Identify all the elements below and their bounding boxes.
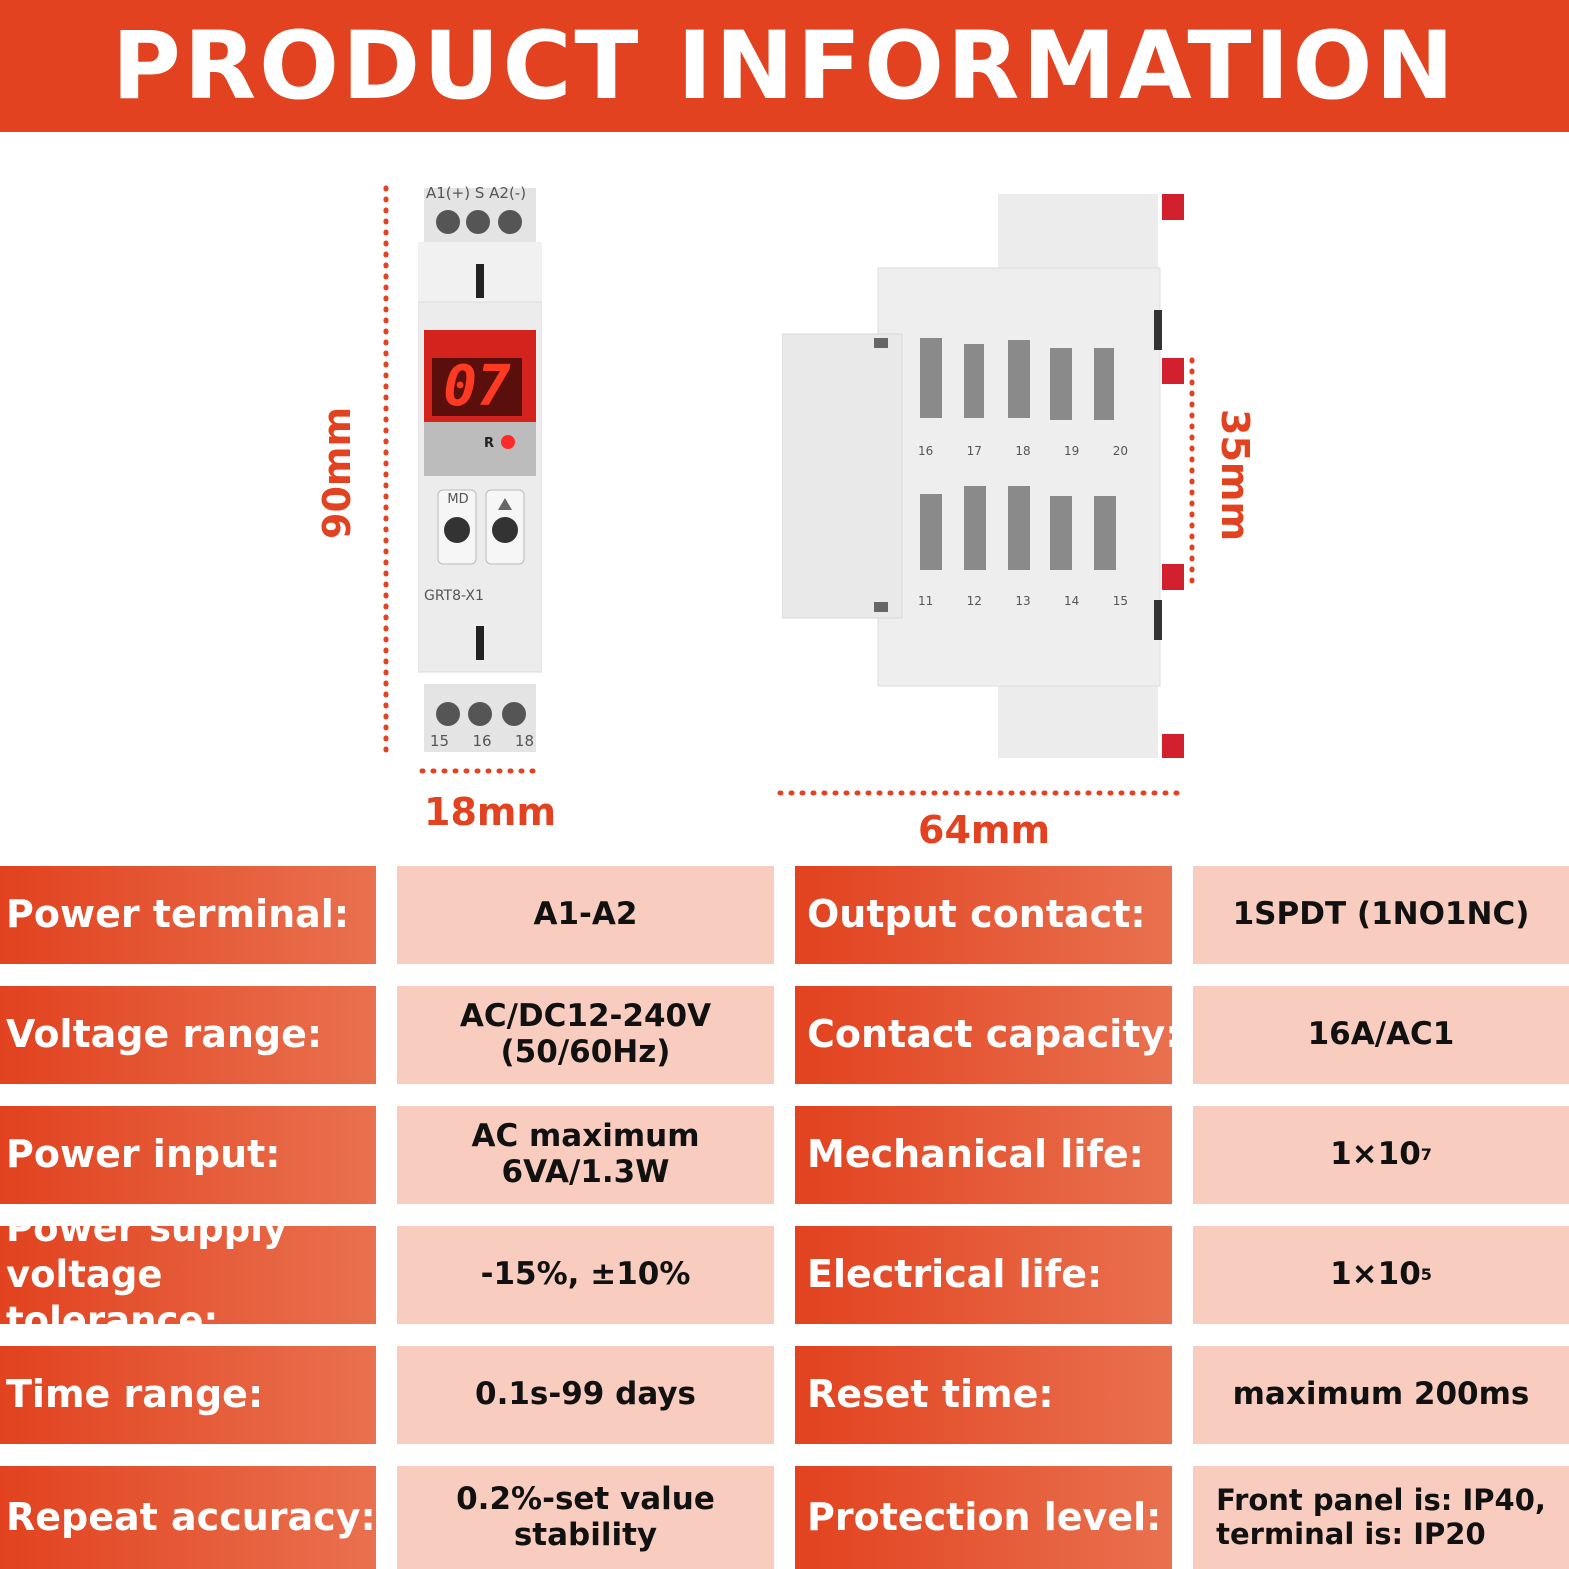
- product-drawing: 90mm: [0, 132, 1569, 867]
- spec-key: Output contact:: [795, 866, 1172, 964]
- spec-table: Power terminal: A1-A2 Output contact: 1S…: [0, 866, 1569, 1569]
- side-height-dimension-label: 35mm: [1213, 409, 1257, 542]
- terminal-label: 15: [430, 732, 450, 750]
- spec-value: AC/DC12-240V (50/60Hz): [397, 986, 774, 1084]
- display-digits: 07: [443, 354, 511, 419]
- spec-key: Power terminal:: [0, 866, 376, 964]
- spec-value: maximum 200ms: [1193, 1346, 1569, 1444]
- spec-value: -15%, ±10%: [397, 1226, 774, 1324]
- model-label: GRT8-X1: [424, 588, 484, 604]
- spec-value: 0.2%-set value stability: [397, 1466, 774, 1569]
- spec-key: Time range:: [0, 1346, 376, 1444]
- mechanical-life-exponent: 7: [1420, 1144, 1432, 1164]
- bottom-terminal-labels: 15 16 18: [430, 732, 534, 750]
- mode-number: 17: [966, 444, 982, 458]
- electrical-life-base: 1×10: [1330, 1256, 1421, 1293]
- mode-number: 13: [1015, 594, 1031, 608]
- side-height-dimension-line: [1189, 357, 1195, 585]
- mode-number: 19: [1064, 444, 1080, 458]
- spec-key: Repeat accuracy:: [0, 1466, 376, 1569]
- depth-dimension-line: [777, 790, 1183, 796]
- mode-number: 12: [966, 594, 982, 608]
- reset-indicator-label: R: [484, 436, 495, 451]
- top-terminal-labels: A1(+) S A2(-): [426, 184, 527, 202]
- md-button-label: MD: [447, 492, 469, 507]
- device-front-view: A1(+) S A2(-) 07 R MD GRT8-X1 15 16 18: [418, 184, 542, 756]
- mode-number: 18: [1015, 444, 1031, 458]
- spec-key: Protection level:: [795, 1466, 1172, 1569]
- spec-key: Contact capacity:: [795, 986, 1180, 1084]
- mode-numbers-bottom: 11 12 13 14 15: [918, 594, 1128, 608]
- height-dimension-label: 90mm: [315, 406, 359, 539]
- spec-value: A1-A2: [397, 866, 774, 964]
- spec-key: Voltage range:: [0, 986, 376, 1084]
- spec-key: Electrical life:: [795, 1226, 1172, 1324]
- spec-key: Power input:: [0, 1106, 376, 1204]
- terminal-label: 16: [472, 732, 492, 750]
- width-dimension-line: [419, 768, 541, 774]
- mode-number: 14: [1064, 594, 1080, 608]
- electrical-life-exponent: 5: [1420, 1264, 1432, 1284]
- height-dimension-line: [383, 185, 389, 753]
- page-title: PRODUCT INFORMATION: [111, 11, 1458, 121]
- mode-number: 11: [918, 594, 934, 608]
- mechanical-life-base: 1×10: [1330, 1136, 1421, 1173]
- width-dimension-label: 18mm: [424, 790, 557, 834]
- spec-value: 16A/AC1: [1193, 986, 1569, 1084]
- spec-value: 0.1s-99 days: [397, 1346, 774, 1444]
- mode-number: 20: [1112, 444, 1128, 458]
- device-side-view: 16 17 18 19 20 11 12 13 14 15: [782, 190, 1188, 762]
- depth-dimension-label: 64mm: [918, 808, 1051, 852]
- spec-value: Front panel is: IP40, terminal is: IP20: [1193, 1466, 1569, 1569]
- spec-value: 1SPDT (1NO1NC): [1193, 866, 1569, 964]
- mode-numbers-top: 16 17 18 19 20: [918, 444, 1128, 458]
- spec-key: Power supply voltage tolerance:: [0, 1207, 376, 1342]
- spec-key: Reset time:: [795, 1346, 1172, 1444]
- mode-number: 15: [1112, 594, 1128, 608]
- header-banner: PRODUCT INFORMATION: [0, 0, 1569, 132]
- mode-number: 16: [918, 444, 934, 458]
- spec-value: AC maximum 6VA/1.3W: [397, 1106, 774, 1204]
- terminal-label: 18: [514, 732, 534, 750]
- spec-key: Mechanical life:: [795, 1106, 1172, 1204]
